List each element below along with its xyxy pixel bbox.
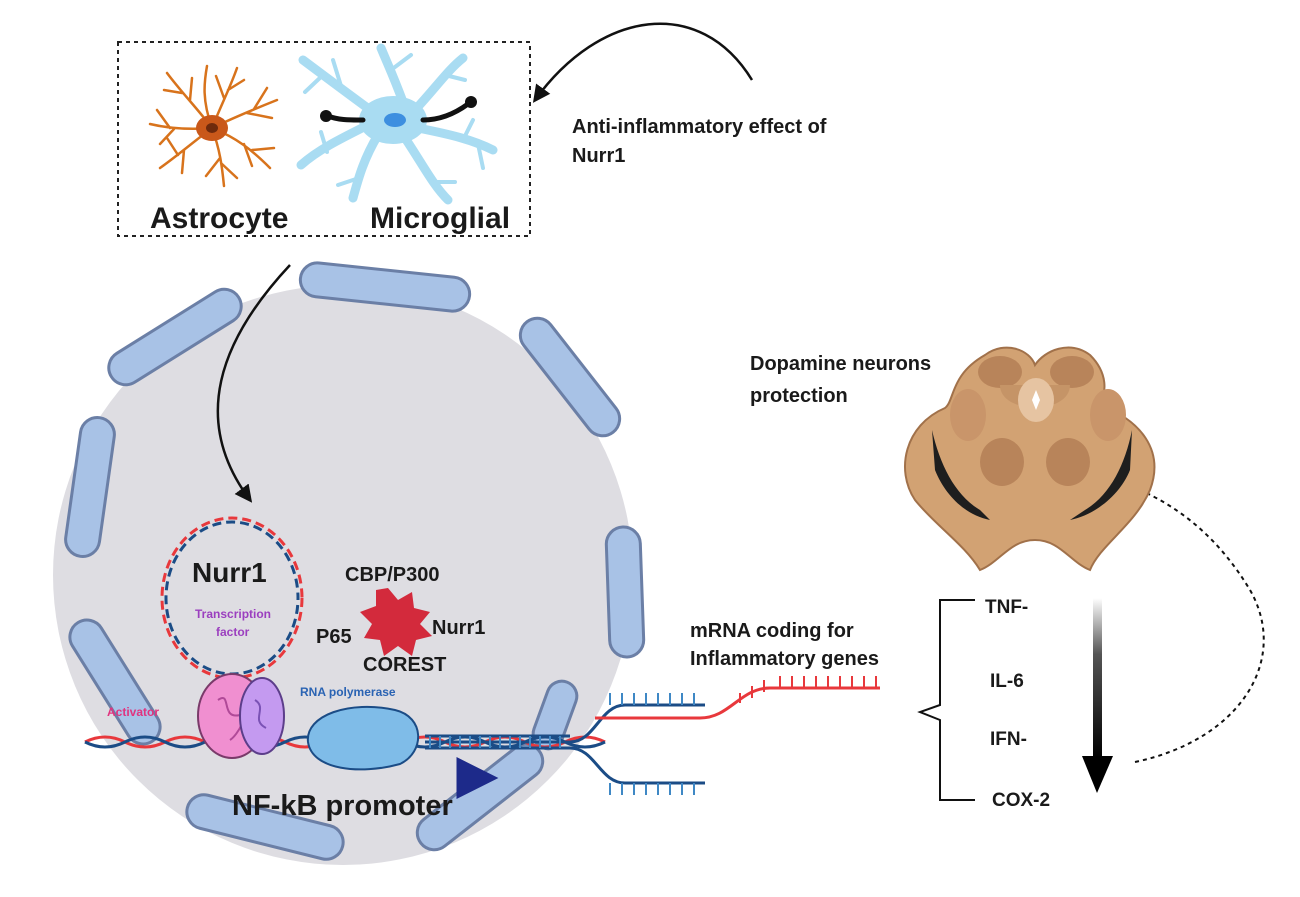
corest-label: COREST <box>363 654 446 676</box>
protection-label-line1: Dopamine neurons <box>750 353 931 375</box>
effect-label-line1: Anti-inflammatory effect of <box>572 116 827 138</box>
mrna-strand <box>595 676 880 720</box>
transcription-factor-line1: Transcription <box>195 607 271 621</box>
nurr1-complex-label: Nurr1 <box>432 617 485 639</box>
astrocyte-icon <box>148 64 279 188</box>
midbrain-section-icon <box>904 346 1156 572</box>
nuclear-envelope <box>64 261 646 861</box>
gene-bracket <box>917 599 975 801</box>
activator-label: Activator <box>107 705 159 719</box>
nurr1-entry-arrow <box>216 264 291 503</box>
corepressor-complex <box>360 588 432 656</box>
effect-label-line2: Nurr1 <box>572 145 625 167</box>
microglia-icon <box>296 43 498 205</box>
mrna-label-line2: Inflammatory genes <box>690 648 879 670</box>
protection-label-line2: protection <box>750 385 848 407</box>
p65-label: P65 <box>316 626 352 648</box>
rna-polymerase <box>306 705 420 771</box>
gene-il6: IL-6 <box>990 671 1024 692</box>
effect-arrow <box>532 22 754 103</box>
gene-cox2: COX-2 <box>992 790 1050 811</box>
p65-protein <box>239 677 285 755</box>
gene-ifn: IFN- <box>990 729 1027 750</box>
glial-cells-panel: Astrocyte Microglial <box>117 41 531 237</box>
promoter-label: NF-kB promoter <box>232 790 453 822</box>
dna-unwinding <box>425 693 705 795</box>
nurr1-loop-label: Nurr1 <box>192 557 267 588</box>
mrna-label-line1: mRNA coding for <box>690 620 854 642</box>
transcription-factor-line2: factor <box>216 625 250 639</box>
gene-tnf: TNF- <box>985 597 1028 618</box>
cbp-p300-label: CBP/P300 <box>345 564 440 586</box>
astrocyte-label: Astrocyte <box>150 202 288 235</box>
rna-polymerase-label: RNA polymerase <box>300 685 396 699</box>
microglial-label: Microglial <box>370 202 510 235</box>
protection-feedback-arrow <box>1125 482 1265 763</box>
downregulation-arrow <box>1082 598 1113 793</box>
